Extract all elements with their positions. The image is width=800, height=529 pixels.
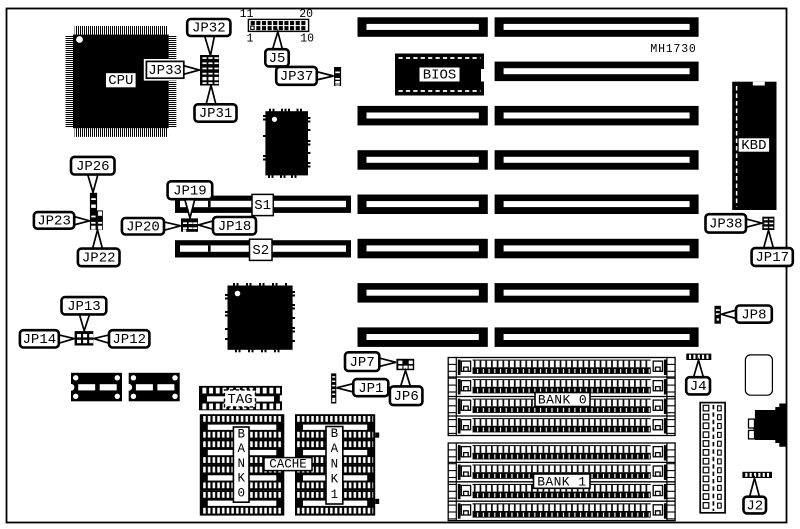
svg-text:B: B: [331, 427, 339, 441]
svg-text:JP33: JP33: [148, 63, 182, 79]
svg-text:11: 11: [240, 8, 254, 21]
svg-text:JP17: JP17: [755, 250, 789, 266]
svg-text:J2: J2: [746, 498, 763, 514]
svg-text:JP12: JP12: [112, 332, 146, 348]
svg-text:JP1: JP1: [358, 381, 383, 397]
svg-text:JP37: JP37: [280, 69, 314, 85]
svg-text:JP7: JP7: [350, 355, 375, 371]
svg-text:JP14: JP14: [23, 332, 57, 348]
svg-text:A: A: [237, 442, 245, 456]
svg-text:MH1730: MH1730: [650, 43, 696, 56]
svg-text:BANK 1: BANK 1: [537, 474, 586, 489]
svg-text:B: B: [237, 428, 245, 442]
svg-text:JP19: JP19: [173, 183, 207, 199]
svg-text:KBD: KBD: [741, 138, 766, 154]
svg-text:JP31: JP31: [199, 106, 233, 122]
svg-text:1: 1: [247, 33, 254, 46]
svg-text:BANK 0: BANK 0: [538, 393, 587, 408]
svg-text:J5: J5: [269, 51, 286, 67]
svg-text:JP8: JP8: [741, 307, 766, 323]
svg-text:JP18: JP18: [218, 219, 252, 235]
svg-text:K: K: [331, 473, 339, 487]
svg-text:JP6: JP6: [394, 389, 419, 405]
svg-text:JP13: JP13: [67, 299, 101, 315]
svg-text:1: 1: [331, 488, 339, 502]
svg-text:N: N: [237, 457, 245, 471]
svg-text:0: 0: [237, 486, 245, 500]
svg-text:JP23: JP23: [37, 214, 71, 230]
svg-text:20: 20: [299, 8, 313, 21]
svg-text:S1: S1: [254, 198, 271, 214]
svg-text:JP20: JP20: [126, 219, 160, 235]
svg-text:CACHE: CACHE: [269, 458, 307, 472]
svg-text:N: N: [331, 457, 339, 471]
svg-text:J4: J4: [690, 379, 707, 395]
svg-text:JP32: JP32: [192, 21, 226, 37]
svg-text:TAG: TAG: [227, 392, 252, 408]
svg-text:JP22: JP22: [82, 251, 116, 267]
svg-text:K: K: [237, 472, 245, 486]
svg-text:JP26: JP26: [76, 159, 110, 175]
svg-text:A: A: [331, 442, 339, 456]
svg-text:CPU: CPU: [108, 73, 133, 89]
svg-text:10: 10: [300, 33, 314, 46]
svg-text:JP38: JP38: [709, 217, 743, 233]
svg-text:BIOS: BIOS: [423, 68, 457, 84]
svg-text:S2: S2: [252, 243, 269, 259]
